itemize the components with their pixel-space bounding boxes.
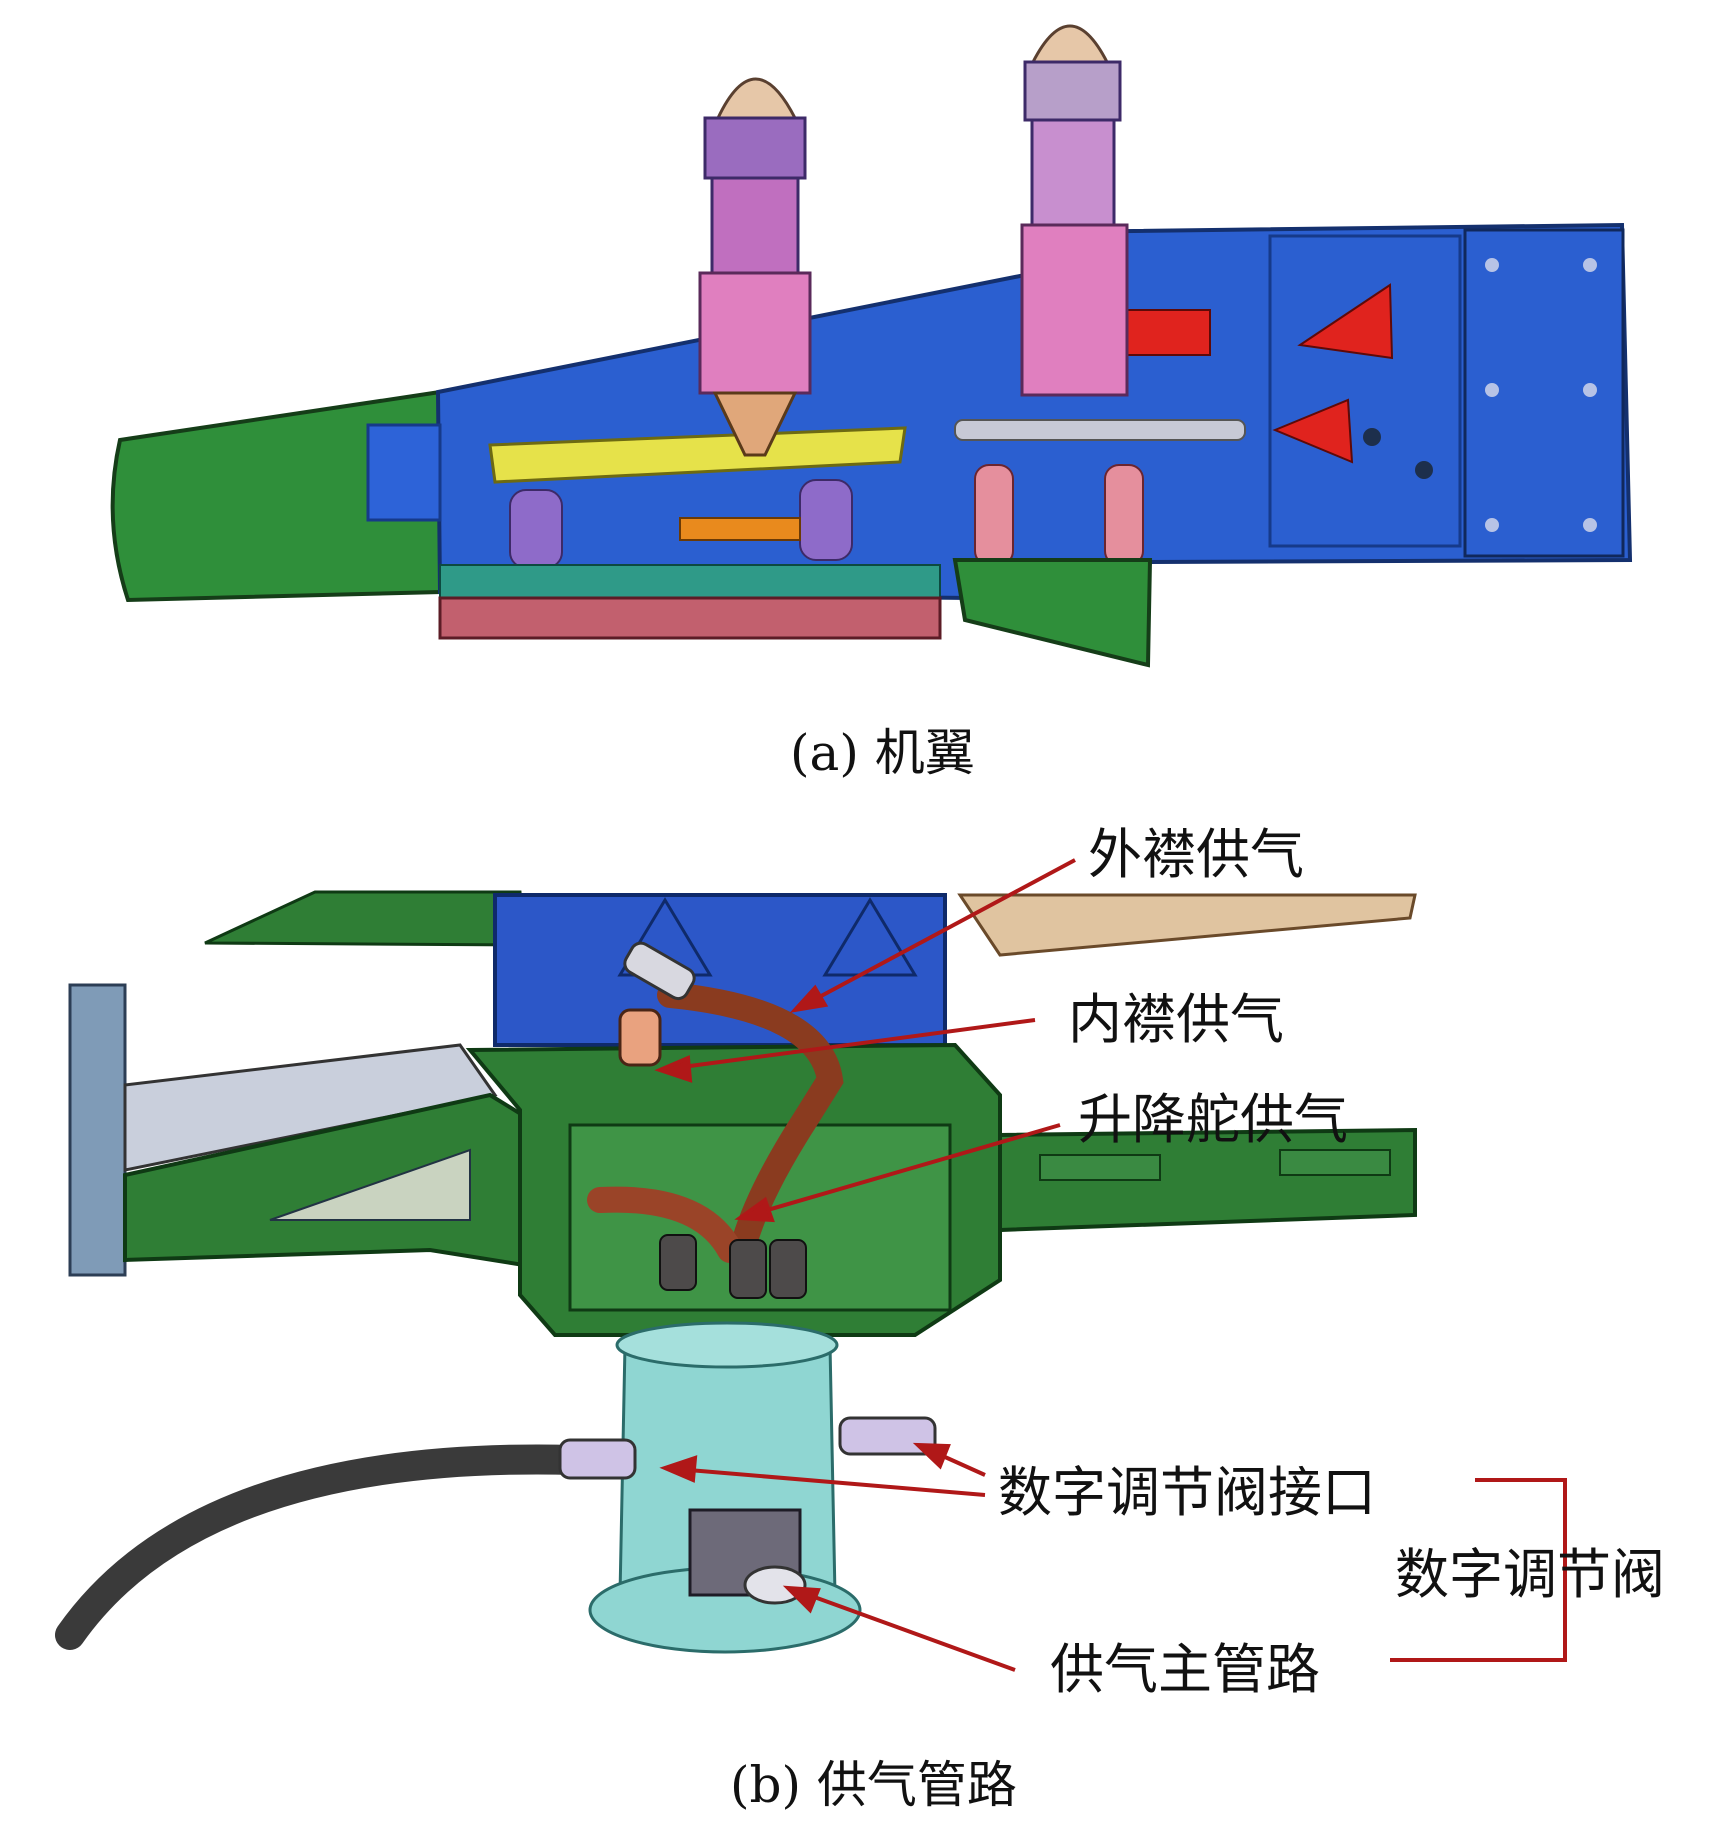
teal-strip <box>439 564 941 601</box>
green-top-fin <box>204 890 527 947</box>
blue-block <box>493 893 947 1047</box>
pink-fitting <box>618 1008 662 1067</box>
green-arm-slot <box>269 1148 471 1221</box>
caption-a: (a) 机翼 <box>790 724 975 782</box>
nozzle-left <box>698 77 812 457</box>
wing-left-panel <box>366 423 442 522</box>
pink-bottom-bar <box>438 596 942 640</box>
nozzle-right <box>1020 24 1129 397</box>
wing-right-frame <box>1268 234 1462 548</box>
main-supply-hose <box>55 1444 590 1650</box>
label-elevator-supply: 升降舵供气 <box>1078 1088 1348 1151</box>
pipe-elevator <box>587 1186 743 1263</box>
label-main-supply-pipe: 供气主管路 <box>1050 1638 1320 1701</box>
label-digital-valve: 数字调节阀 <box>1395 1543 1665 1606</box>
left-rail <box>123 1043 498 1172</box>
label-inner-flap-supply: 内襟供气 <box>1068 988 1284 1051</box>
red-cone-lower <box>1272 398 1354 464</box>
caption-b: (b) 供气管路 <box>730 1756 1017 1814</box>
label-outer-flap-supply: 外襟供气 <box>1088 823 1304 886</box>
label-digital-valve-interface: 数字调节阀接口 <box>998 1461 1376 1524</box>
callout-lines <box>654 858 1076 1672</box>
red-cone-upper <box>1297 283 1394 360</box>
tan-flap <box>957 893 1417 957</box>
grey-bracket-left <box>68 983 127 1277</box>
orange-bar <box>679 517 801 541</box>
wing-green-tip <box>110 389 442 603</box>
valve-bracket <box>1390 1478 1567 1662</box>
bolt-holes <box>1485 258 1597 532</box>
pipe-outer-flap <box>657 982 844 1253</box>
green-lower-flap <box>952 558 1153 668</box>
wing-grey-rod <box>954 419 1246 441</box>
